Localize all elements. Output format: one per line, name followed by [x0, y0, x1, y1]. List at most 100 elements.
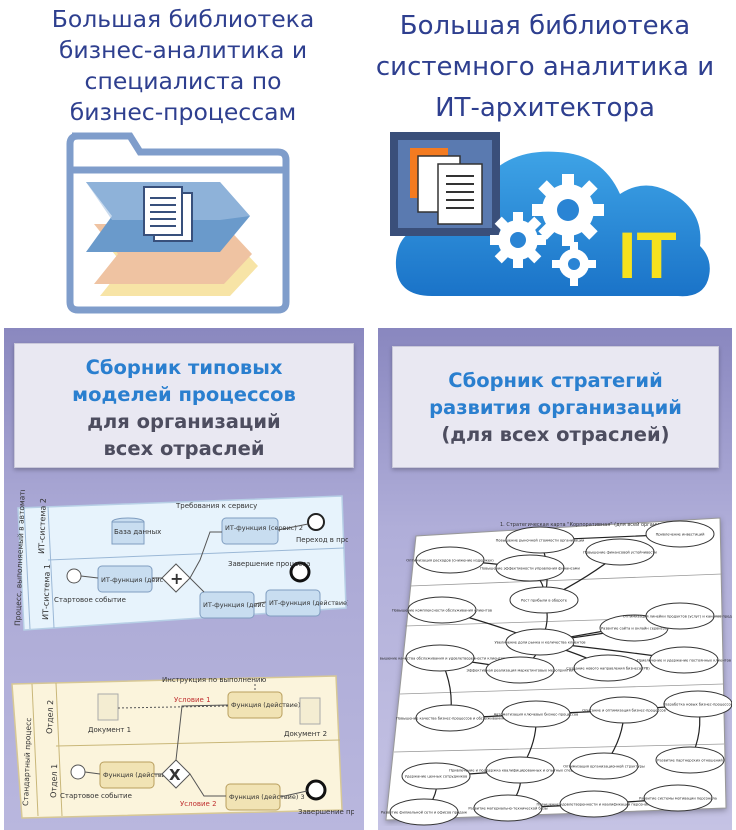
function-label: Функция (действие) 3 — [229, 793, 305, 801]
strategy-node — [389, 798, 459, 826]
title-line: бизнес-аналитика и — [58, 36, 308, 64]
strategy-node-label: Эффективная реализация маркетинговых мер… — [467, 669, 575, 673]
function-label: ИТ-функция (действие) 3 — [203, 601, 290, 609]
strategy-node — [645, 602, 715, 630]
strategy-node — [509, 586, 579, 614]
strategy-node-label: Развитие сайта и онлайн сервисов — [601, 627, 667, 631]
parallel-gateway-icon: + — [170, 569, 183, 588]
bpmn-diagram-automatic: Процесс, выполняемый в автоматическом ре… — [13, 490, 348, 631]
strategy-map-diagram: 1. Стратегическая карта "Корпоративная" … — [380, 517, 732, 826]
strategy-node — [649, 646, 719, 674]
book-title-box: Сборник стратегий развития организаций (… — [392, 346, 719, 468]
condition-label: Условие 2 — [180, 800, 217, 808]
strategy-node-label: Развитие филиальной сети и офисов продаж — [381, 811, 468, 815]
strategy-node-label: Развитие материально-технической базы — [468, 807, 547, 811]
book-title-line: для организаций — [87, 410, 281, 433]
strategy-node-label: Привлечение и удержание постоянных клиен… — [637, 659, 731, 663]
book-title-line: моделей процессов — [72, 383, 296, 406]
strategy-node — [505, 628, 575, 656]
function-label: ИТ-функция (действие) 4 — [269, 599, 348, 607]
book-title-box: Сборник типовых моделей процессов для ор… — [14, 343, 354, 468]
cloud-it-icon: IT — [390, 132, 710, 297]
strategy-node-label: Развитие партнерских отношений — [657, 759, 723, 763]
strategy-node-label: Повышение качества бизнес-процессов и об… — [396, 717, 504, 721]
instruction-label: Инструкция по выполнению — [162, 676, 266, 684]
strategy-node-label: Повышение качества обслуживания и удовле… — [380, 657, 505, 661]
strategy-node — [401, 762, 471, 790]
strategy-node — [407, 596, 477, 624]
library-title-it: Большая библиотека системного аналитика … — [365, 6, 725, 129]
strategy-nodes: Повышение рыночной стоимости организации… — [380, 520, 732, 826]
title-line: Большая библиотека — [51, 5, 315, 33]
map-header: 1. Стратегическая карта "Корпоративная" … — [500, 521, 677, 528]
strategy-node — [415, 704, 485, 732]
lane-label: Отдел 1 — [49, 764, 59, 798]
book-title-line: развития организаций — [429, 396, 682, 419]
strategy-node-label: Повышение эффективности управления финан… — [480, 567, 580, 571]
strategy-node-label: Автоматизация ключевых бизнес-процессов — [494, 713, 579, 717]
strategy-node-label: Описание и оптимизация бизнес-процессов — [582, 709, 665, 713]
strategy-node — [505, 526, 575, 554]
it-label: IT — [618, 218, 677, 292]
document-label: Документ 1 — [88, 726, 131, 734]
book-title-line: всех отраслей — [103, 437, 265, 460]
exclusive-gateway-icon: X — [169, 766, 181, 784]
strategy-node — [473, 794, 543, 822]
strategy-node — [485, 756, 555, 784]
title-line: специалиста по — [84, 67, 282, 95]
transition-label: Переход в процесс 3.2 — [296, 536, 348, 544]
function-label: Функция (действие) 2 — [231, 701, 307, 709]
strategy-node-label: Повышение финансовой устойчивости — [583, 551, 657, 555]
end-event-label: Завершение процесса — [298, 808, 354, 816]
strategy-node — [663, 690, 732, 718]
start-event-label: Стартовое событие — [54, 596, 126, 604]
end-event-label: Завершение процесса — [228, 560, 310, 568]
library-title-business: Большая библиотека бизнес-аналитика и сп… — [18, 4, 348, 128]
strategy-node — [655, 746, 725, 774]
strategy-node-label: Оптимизация организационной структуры — [563, 765, 645, 769]
strategy-node-label: Увеличение доли рынка и количества клиен… — [494, 641, 585, 645]
strategy-node-label: Привлечение и поддержка квалифицированны… — [449, 769, 590, 773]
strategy-node — [485, 656, 555, 684]
strategy-node-label: Создание нового направления бизнеса (PB) — [566, 667, 650, 671]
title-line: Большая библиотека — [399, 11, 691, 41]
strategy-node — [589, 696, 659, 724]
strategy-node-label: Оптимизация расходов (снижение издержек) — [406, 559, 494, 563]
lane-label: ИТ-система 1 — [41, 564, 52, 620]
function-label: ИТ-функция (действие) 1 — [101, 576, 188, 584]
strategy-node-label: Разработка новых бизнес-процессов — [663, 703, 732, 707]
function-label: Функция (действие) 1 — [103, 771, 179, 779]
strategy-node — [405, 644, 475, 672]
strategy-node — [501, 700, 571, 728]
condition-label: Условие 1 — [174, 696, 211, 704]
strategy-node — [643, 784, 713, 812]
title-line: бизнес-процессам — [69, 98, 297, 126]
strategy-node-label: Привлечение инвестиций — [656, 533, 706, 537]
folder-documents-icon — [66, 132, 290, 314]
strategy-node-label: Оптимизация линейки продуктов (услуг) и … — [623, 615, 732, 619]
title-line: системного аналитика и — [375, 52, 715, 82]
strategy-node-label: Повышение удовлетворенности и квалификац… — [537, 803, 652, 807]
strategy-node-label: Рост прибыли в обороте — [521, 599, 568, 603]
strategy-node — [573, 654, 643, 682]
document-label: Документ 2 — [284, 730, 327, 738]
strategy-node — [415, 546, 485, 574]
strategy-node-label: Повышение комплексности обслуживания кли… — [392, 609, 492, 613]
bpmn-diagram-standard: Стандартный процесс Отдел 2 Отдел 1 Инст… — [11, 675, 354, 819]
db-label: База данных — [114, 528, 161, 536]
title-line: ИТ-архитектора — [435, 93, 655, 123]
strategy-node — [559, 790, 629, 818]
start-event-label: Стартовое событие — [60, 792, 132, 800]
strategy-node — [585, 538, 655, 566]
book-title-line: Сборник типовых — [85, 356, 283, 379]
lane-label: ИТ-система 2 — [37, 498, 48, 554]
strategy-node-label: Развитие системы мотивации персонала — [639, 797, 717, 801]
pool-label: Стандартный процесс — [21, 717, 33, 806]
strategy-node — [495, 554, 565, 582]
requirements-label: Требования к сервису — [175, 502, 257, 510]
strategy-node — [569, 752, 639, 780]
strategy-node — [645, 520, 715, 548]
strategy-node-label: Повышение рыночной стоимости организации — [496, 539, 585, 543]
strategy-node-label: Удержание ценных сотрудников — [405, 775, 467, 779]
lane-label: Отдел 2 — [45, 700, 55, 734]
